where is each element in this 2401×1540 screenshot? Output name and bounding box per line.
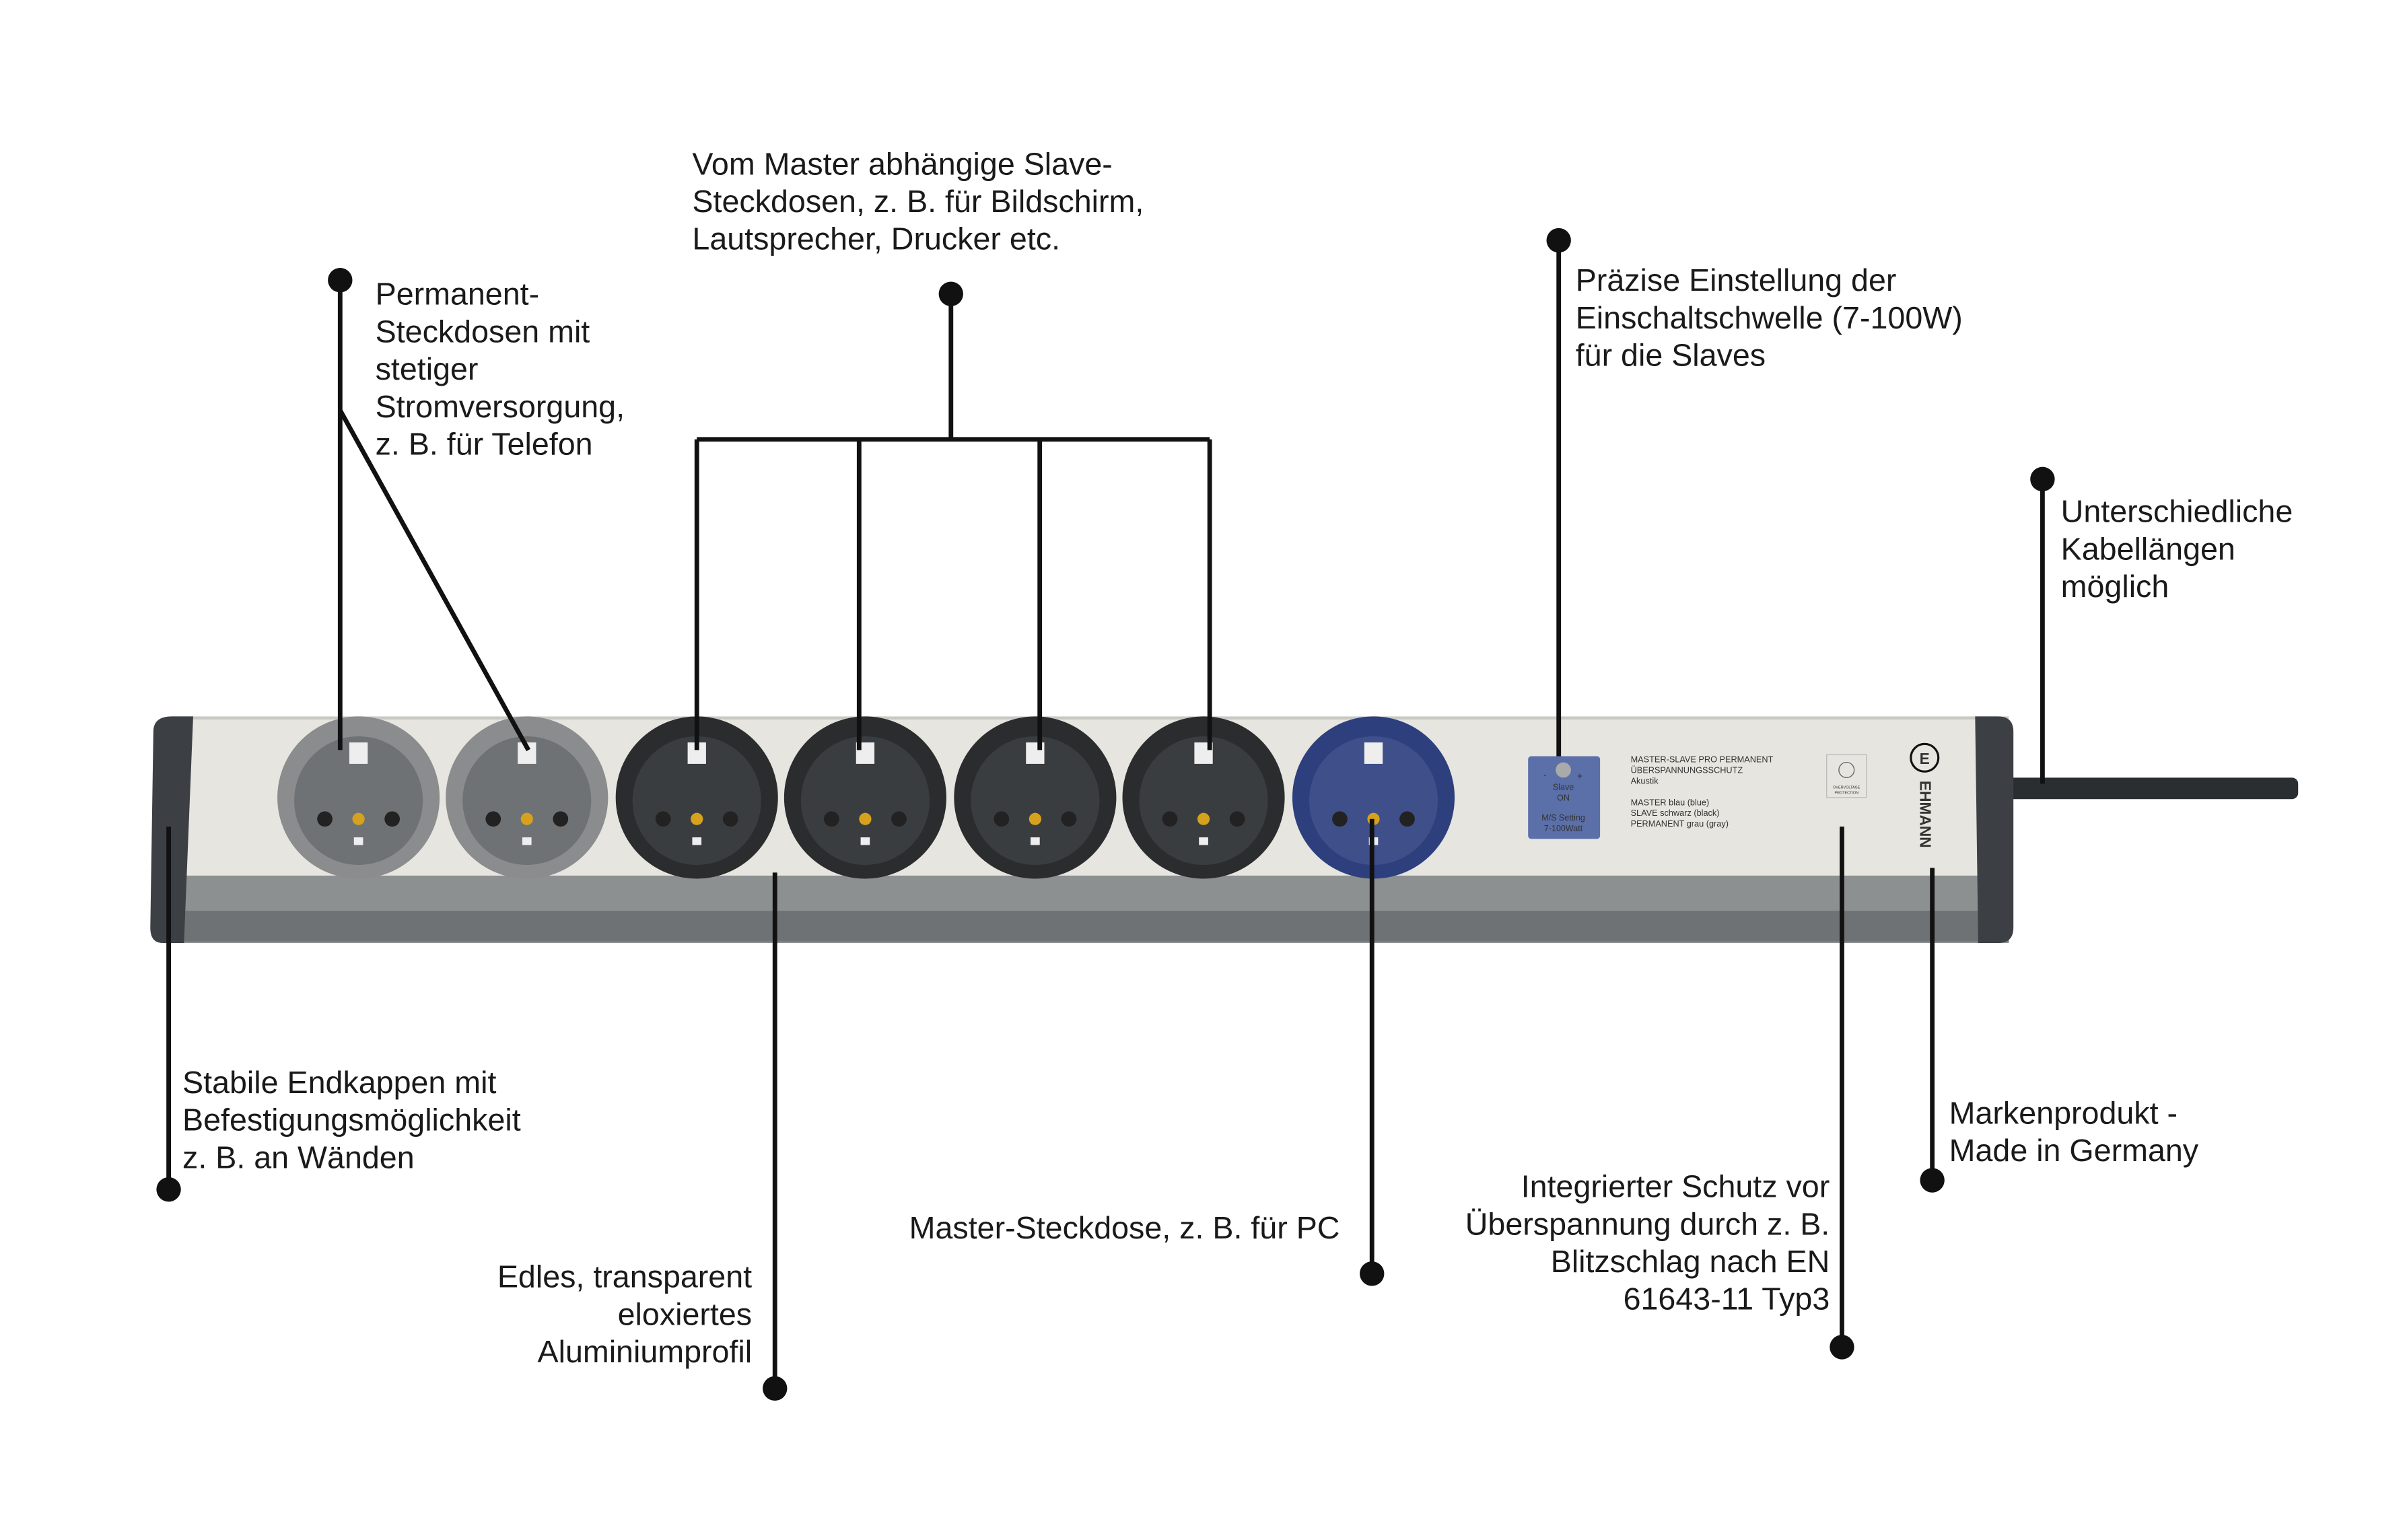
annotation-endcaps: z. B. an Wänden <box>182 1140 415 1175</box>
dial-text: Slave <box>1553 783 1574 792</box>
annotation-endcaps: Stabile Endkappen mit <box>182 1065 496 1100</box>
right-endcap <box>1975 716 2014 944</box>
dial-minus: - <box>1543 769 1547 779</box>
label-line: SLAVE schwarz (black) <box>1631 808 1720 818</box>
annotation-profile: Edles, transparent <box>497 1259 752 1294</box>
label-line: MASTER-SLAVE PRO PERMANENT <box>1631 755 1774 765</box>
ehmann-logo: E EHMANN <box>1910 742 1940 848</box>
annotation-surge: Überspannung durch z. B. <box>1465 1206 1830 1241</box>
socket-black <box>615 716 778 879</box>
annotation-permanent: Permanent- <box>376 277 540 312</box>
annotation-brand: Made in Germany <box>1949 1133 2199 1168</box>
annotation-permanent: stetiger <box>376 351 479 386</box>
cable <box>1998 777 2299 800</box>
dial-text: 7-100Watt <box>1544 824 1583 833</box>
leader-lines <box>156 228 2055 1401</box>
annotation-endcaps: Befestigungsmöglichkeit <box>182 1102 521 1138</box>
annotation-slave: Steckdosen, z. B. für Bildschirm, <box>692 184 1144 219</box>
annotation-permanent: Steckdosen mit <box>376 314 590 349</box>
annotation-slave: Lautsprecher, Drucker etc. <box>692 221 1060 256</box>
power-strip: - + Slave ON M/S Setting 7-100Watt MASTE… <box>150 716 2014 944</box>
annotation-cable: Kabellängen <box>2061 531 2235 566</box>
badge-text: OVERVOLTAGE <box>1833 785 1860 790</box>
annotation-cable: Unterschiedliche <box>2061 494 2293 529</box>
lightning-icon <box>1838 761 1855 779</box>
annotation-threshold: Präzise Einstellung der <box>1576 262 1897 298</box>
badge-text: PROTECTION <box>1834 791 1858 795</box>
socket-gray <box>277 716 440 879</box>
socket-blue <box>1292 716 1455 879</box>
left-endcap <box>150 716 193 944</box>
dial-knob-icon <box>1556 762 1571 778</box>
annotation-cable: möglich <box>2061 569 2169 604</box>
label-line: Akustik <box>1631 775 1659 785</box>
socket-gray <box>446 716 608 879</box>
label-line: PERMANENT grau (gray) <box>1631 818 1729 829</box>
annotation-threshold: Einschaltschwelle (7-100W) <box>1576 300 1963 335</box>
annotation-slave: Vom Master abhängige Slave- <box>692 146 1112 181</box>
annotation-permanent: Stromversorgung, <box>376 389 625 424</box>
svg-text:E: E <box>1920 750 1930 767</box>
brand-text: EHMANN <box>1916 781 1934 848</box>
annotation-surge: Blitzschlag nach EN <box>1551 1244 1830 1279</box>
socket-black <box>1122 716 1285 879</box>
annotation-surge: Integrierter Schutz vor <box>1521 1169 1830 1204</box>
label-line: MASTER blau (blue) <box>1631 797 1710 807</box>
overvoltage-badge: OVERVOLTAGE PROTECTION <box>1826 754 1867 798</box>
product-label-text: MASTER-SLAVE PRO PERMANENT ÜBERSPANNUNGS… <box>1631 755 1774 829</box>
annotation-surge: 61643-11 Typ3 <box>1624 1282 1830 1317</box>
annotation-permanent: z. B. für Telefon <box>376 426 593 461</box>
dial-text: M/S Setting <box>1541 813 1585 823</box>
socket-black <box>954 716 1117 879</box>
annotation-threshold: für die Slaves <box>1576 338 1766 373</box>
dial-text: ON <box>1557 793 1570 802</box>
annotation-profile: eloxiertes <box>618 1296 752 1331</box>
dial-plus: + <box>1577 771 1582 781</box>
socket-black <box>784 716 946 879</box>
annotation-master: Master-Steckdose, z. B. für PC <box>909 1210 1340 1245</box>
label-line: ÜBERSPANNUNGSSCHUTZ <box>1631 765 1743 775</box>
annotation-brand: Markenprodukt - <box>1949 1095 2178 1130</box>
annotation-profile: Aluminiumprofil <box>538 1334 753 1369</box>
threshold-dial[interactable]: - + Slave ON M/S Setting 7-100Watt <box>1528 756 1601 839</box>
